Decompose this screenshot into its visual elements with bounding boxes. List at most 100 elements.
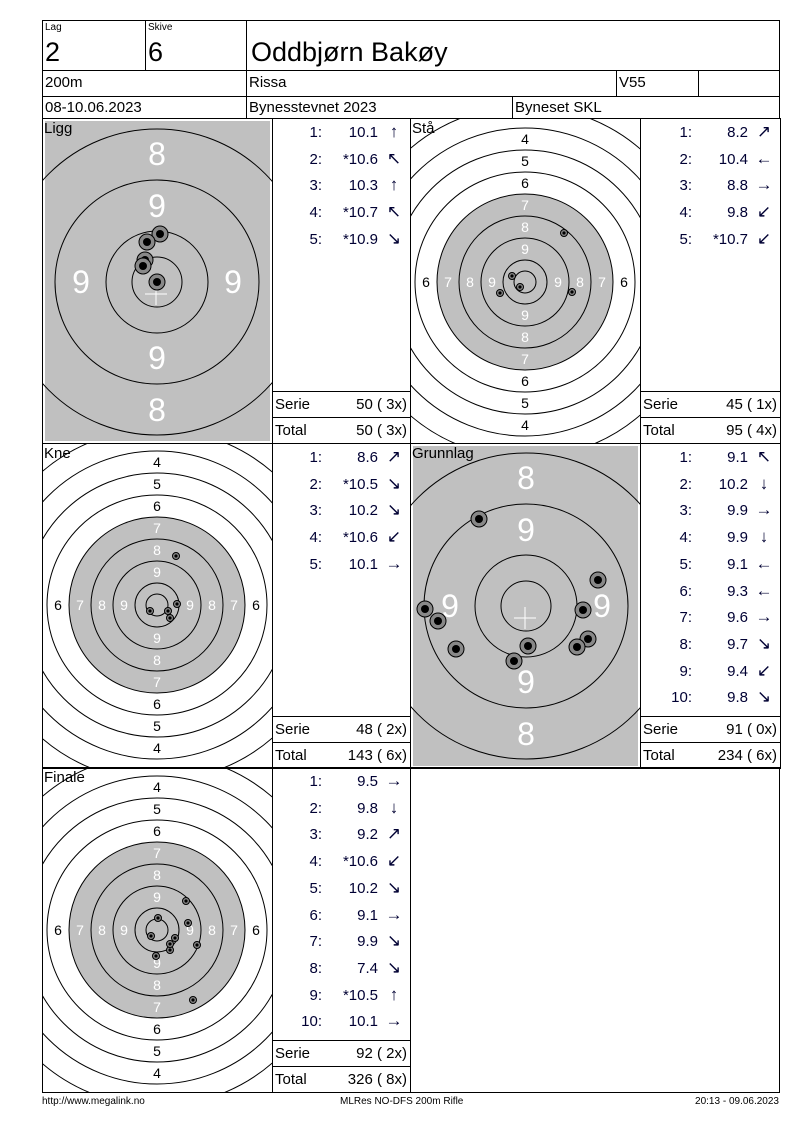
arrow-down-right-icon: ↘: [756, 687, 772, 707]
ring-number: 4: [153, 779, 161, 795]
date-cell: 08-10.06.2023: [42, 96, 247, 119]
footer-software: MLRes NO-DFS 200m Rifle: [340, 1096, 464, 1107]
arrow-left-icon: ←: [755, 553, 773, 573]
shot-row: 2:10.2↓: [641, 473, 780, 502]
ring-number: 4: [153, 740, 161, 756]
ring-number: 8: [517, 460, 535, 496]
total-label: Total: [275, 747, 307, 764]
ring-number: 8: [153, 652, 161, 668]
ring-number: 5: [521, 395, 529, 411]
shot-number: 4:: [309, 853, 322, 871]
shot-score: *10.6: [342, 853, 378, 871]
shot-score: 9.4: [727, 662, 748, 680]
shot-number: 4:: [309, 204, 322, 222]
ring: [145, 593, 169, 617]
serie-label: Serie: [275, 1045, 311, 1062]
shot-score: *10.6: [342, 529, 378, 547]
ring-number: 6: [422, 274, 430, 290]
ring-number: 8: [153, 977, 161, 993]
ring-number: 8: [208, 922, 216, 938]
skive-cell: Skive 6: [145, 20, 247, 71]
shot-row: 1:10.1↑: [273, 122, 410, 150]
shot-row: 10:10.1→: [273, 1011, 410, 1039]
arrow-down-right-icon: ↘: [386, 473, 402, 493]
shot-score: 9.6: [727, 609, 748, 627]
arrow-up-right-icon: ↗: [386, 824, 402, 844]
ring-number: 6: [54, 922, 62, 938]
arrow-up-right-icon: ↗: [386, 447, 402, 466]
ring-number: 8: [153, 542, 161, 558]
ring-number: 5: [153, 718, 161, 734]
footer-url[interactable]: http://www.megalink.no: [42, 1096, 145, 1107]
target-black: [437, 194, 613, 370]
lag-cell: Lag 2: [42, 20, 146, 71]
shot-score: 10.2: [348, 879, 378, 897]
serie-value: 48 ( 2x): [356, 721, 407, 738]
arrow-down-right-icon: ↘: [386, 931, 402, 951]
shot-score: 9.3: [727, 582, 748, 600]
ring: [414, 171, 636, 393]
ring-number: 9: [120, 597, 128, 613]
ring-number: 7: [153, 520, 161, 536]
ring-number: 8: [148, 136, 166, 172]
serie-label: Serie: [643, 396, 679, 413]
shot-score: 10.4: [718, 150, 748, 168]
shot-number: 2:: [309, 799, 322, 817]
shot-row: 2:*10.5↘: [273, 473, 410, 502]
ring-number: 9: [186, 597, 194, 613]
shot-score: *10.5: [342, 475, 378, 493]
ring-number: 9: [153, 955, 161, 971]
ring-number: 9: [148, 188, 166, 224]
shot-number: 5:: [679, 230, 692, 248]
target-background: [413, 446, 638, 766]
ring-number: 8: [521, 219, 529, 235]
ring-number: 6: [620, 274, 628, 290]
ring-number: 9: [521, 307, 529, 323]
ring-number: 7: [153, 674, 161, 690]
arrow-up-icon: ↑: [389, 122, 399, 141]
arrow-down-right-icon: ↘: [386, 957, 402, 977]
serie-label: Serie: [275, 396, 311, 413]
ring: [46, 494, 268, 716]
arrow-down-right-icon: ↘: [386, 500, 402, 520]
shot-row: 8:9.7↘: [641, 634, 780, 662]
total-value: 234 ( 6x): [717, 747, 777, 764]
ring-number: 9: [517, 664, 535, 700]
arrow-down-left-icon: ↙: [386, 851, 402, 871]
ring-number: 7: [521, 351, 529, 367]
shot-row: 5:9.1←: [641, 553, 780, 582]
shot-score: 9.8: [727, 204, 748, 222]
shot-number: 10:: [301, 1013, 322, 1031]
shot-number: 2:: [679, 475, 692, 493]
shot-row: 1:8.2↗: [641, 122, 780, 150]
shot-row: 7:9.9↘: [273, 931, 410, 959]
shot-score: *10.9: [342, 230, 378, 248]
shot-number: 5:: [309, 555, 322, 573]
shot-score: 9.1: [357, 906, 378, 924]
shot-score: 10.2: [348, 502, 378, 520]
organizer: Byneset SKL: [515, 99, 602, 116]
shot-number: 9:: [679, 662, 692, 680]
distance: 200m: [45, 74, 83, 91]
ring-number: 6: [153, 696, 161, 712]
event-cell: Bynesstevnet 2023: [246, 96, 513, 119]
ring-number: 6: [521, 175, 529, 191]
shot-number: 1:: [309, 773, 322, 790]
ring-number: 4: [153, 454, 161, 470]
section-label: Finale: [44, 769, 85, 786]
shot-score: 10.3: [348, 177, 378, 195]
total-label: Total: [275, 422, 307, 439]
shot-row: 3:8.8→: [641, 175, 780, 203]
skive-value: 6: [148, 37, 164, 67]
ring-number: 4: [521, 417, 529, 433]
ring-number: 9: [593, 588, 611, 624]
arrow-down-icon: ↓: [759, 473, 769, 493]
section-label: Grunnlag: [412, 445, 474, 462]
